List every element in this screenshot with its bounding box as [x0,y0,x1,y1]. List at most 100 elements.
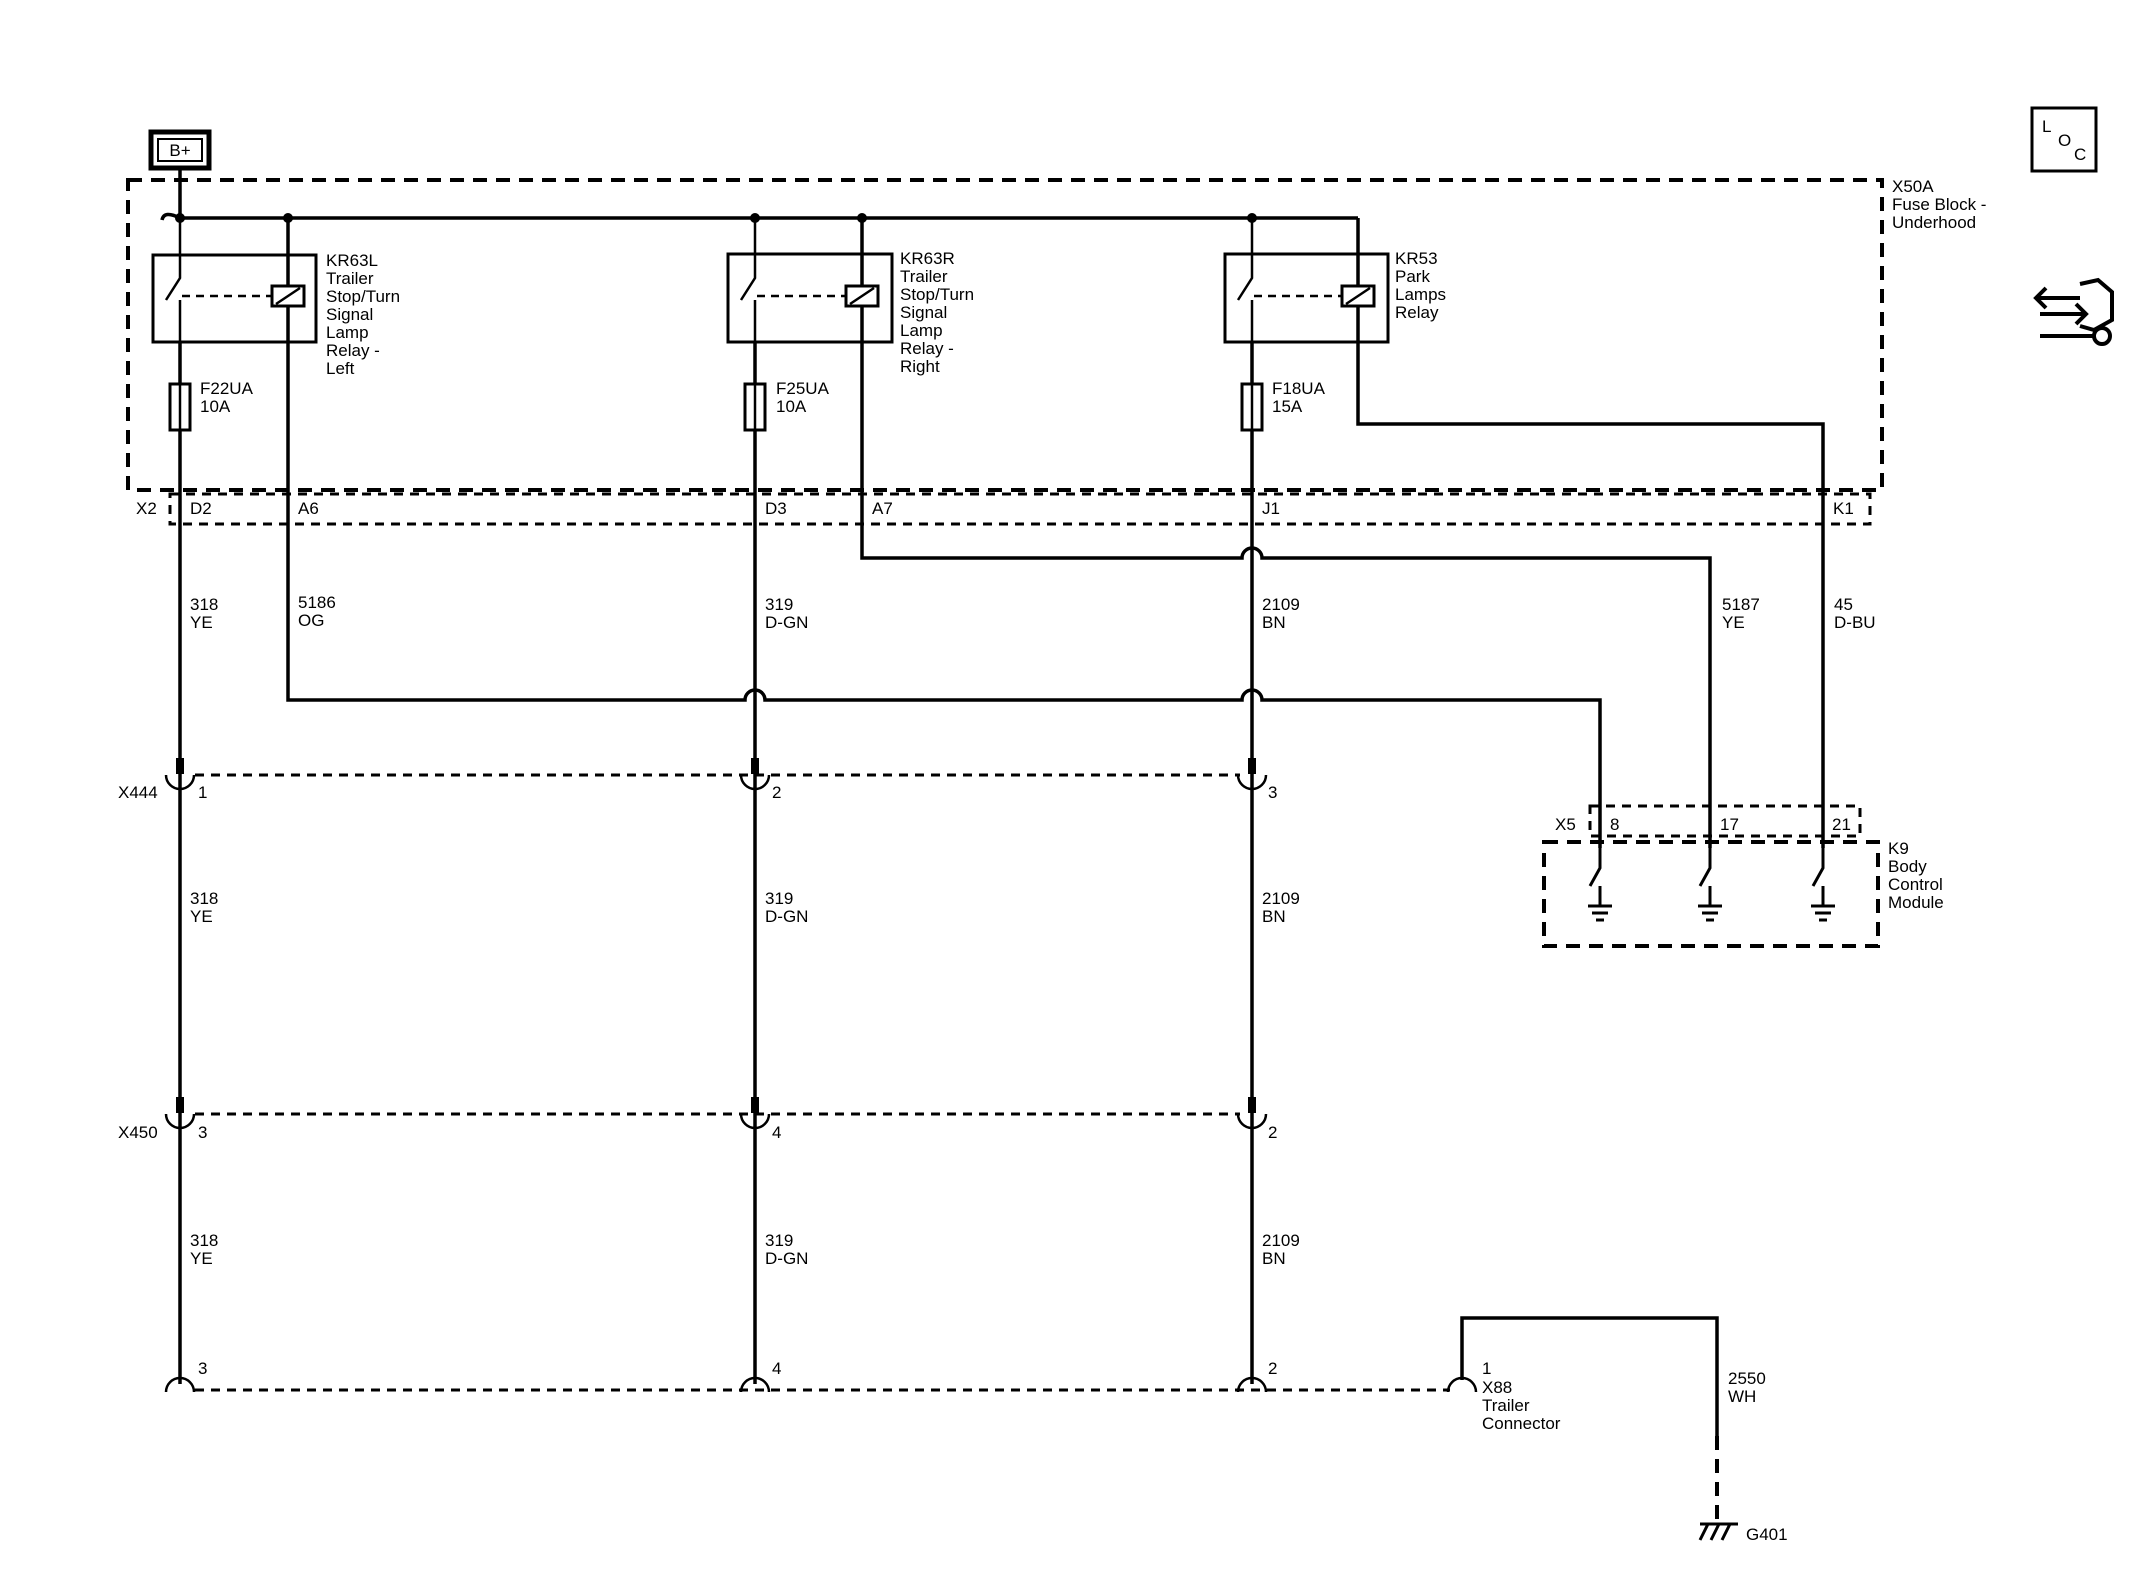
wire-318-color-middle: YE [190,907,213,926]
bcm-driver-pin-8 [1588,848,1612,922]
relay-kr63l-id: KR63L [326,251,378,270]
x2-connector [168,492,1872,526]
relay-kr53-line2: Lamps [1395,285,1446,304]
ground-label: G401 [1746,1525,1788,1544]
relay-kr63l-line4: Lamp [326,323,369,342]
wire-2109-num-middle: 2109 [1262,889,1300,908]
fuse-f18ua[interactable] [1240,342,1264,432]
relay-kr63l-line6: Left [326,359,355,378]
bcm-pin-21-label: 21 [1832,815,1851,834]
location-icon[interactable]: L O C [2030,106,2098,173]
bus-junction-2 [283,213,293,223]
fuse-f18ua-id: F18UA [1272,379,1326,398]
relay-kr63r-line4: Lamp [900,321,943,340]
relay-kr63r-line1: Trailer [900,267,948,286]
bcm-driver-pin-17 [1698,848,1722,922]
x88-pin-3-label: 3 [198,1359,207,1378]
relay-kr63r[interactable] [726,218,894,344]
bus-junction-3 [750,213,760,223]
fuse-f25ua-id: F25UA [776,379,830,398]
wire-319-num-upper: 319 [765,595,793,614]
wire-318-num-middle: 318 [190,889,218,908]
relay-kr63r-line3: Signal [900,303,947,322]
fuse-f18ua-rating: 15A [1272,397,1303,416]
x450-pin-3-label: 3 [198,1123,207,1142]
bcm-name-2: Control [1888,875,1943,894]
x444-pin-2-label: 2 [772,783,781,802]
relay-kr63l-line2: Stop/Turn [326,287,400,306]
x2-pin-a7: A7 [872,499,893,518]
wire-5186-color: OG [298,611,324,630]
circuit-5186-wire [286,342,1602,848]
bcm-connector-label: X5 [1555,815,1576,834]
x88-pin-4-label: 4 [772,1359,781,1378]
x2-pin-a6: A6 [298,499,319,518]
relay-kr63l[interactable] [151,218,318,344]
x88-pin-4 [739,1376,771,1393]
wire-319-color-middle: D-GN [765,907,808,926]
fuse-f25ua[interactable] [743,342,767,432]
fuse-block-name-2: Underhood [1892,213,1976,232]
bus-junction-4 [857,213,867,223]
wire-2109-color-lower: BN [1262,1249,1286,1268]
loc-c: C [2074,145,2086,164]
x444-pin-3 [1236,758,1268,791]
battery-label: B+ [169,141,190,160]
wire-5187-num: 5187 [1722,595,1760,614]
wire-2109-num-lower: 2109 [1262,1231,1300,1250]
wire-319-color-upper: D-GN [765,613,808,632]
wire-319-color-lower: D-GN [765,1249,808,1268]
relay-kr63l-line3: Signal [326,305,373,324]
circuit-5187-wire [860,342,1712,848]
bcm-id: K9 [1888,839,1909,858]
wire-318-num-upper: 318 [190,595,218,614]
wire-318-color-lower: YE [190,1249,213,1268]
wire-45-num: 45 [1834,595,1853,614]
x88-pin-1-label: 1 [1482,1359,1491,1378]
relay-kr53[interactable] [1223,218,1390,344]
wire-5187-color: YE [1722,613,1745,632]
relay-kr53-id: KR53 [1395,249,1438,268]
bcm-pin-17-label: 17 [1720,815,1739,834]
wire-2550-num: 2550 [1728,1369,1766,1388]
wire-2109-color-middle: BN [1262,907,1286,926]
x88-pin-2 [1236,1376,1268,1393]
wire-319-num-middle: 319 [765,889,793,908]
fuse-block-id: X50A [1892,177,1934,196]
bcm-driver-pin-21 [1811,848,1835,922]
x450-pin-4 [739,1097,771,1130]
fuse-block-name-1: Fuse Block - [1892,195,1986,214]
wire-45-color: D-BU [1834,613,1876,632]
x88-label: X88 [1482,1378,1512,1397]
service-tools-icon[interactable] [2033,277,2114,346]
x450-label: X450 [118,1123,158,1142]
x2-label: X2 [136,499,157,518]
x2-pin-k1: K1 [1833,499,1854,518]
fuse-f22ua-id: F22UA [200,379,254,398]
x450-pin-2-label: 2 [1268,1123,1277,1142]
x2-pin-d3: D3 [765,499,787,518]
x88-name-2: Connector [1482,1414,1561,1433]
circuit-2550-wire [1460,1316,1719,1436]
bus-junction-1 [175,213,185,223]
chassis-ground-icon [1698,1522,1738,1541]
x88-pin-1 [1446,1376,1478,1393]
x444-pin-1-label: 1 [198,783,207,802]
wire-5186-num: 5186 [298,593,336,612]
x88-pin-3 [164,1376,196,1393]
circuit-45-wire [1356,342,1825,848]
wire-318-color-upper: YE [190,613,213,632]
x2-pin-j1: J1 [1262,499,1280,518]
fuse-block-label: X50A Fuse Block - Underhood [1892,177,1986,232]
bcm-pin-8-label: 8 [1610,815,1619,834]
relay-kr53-line1: Park [1395,267,1430,286]
fuse-f25ua-rating: 10A [776,397,807,416]
fuse-f22ua[interactable] [168,342,192,432]
relay-kr63r-line2: Stop/Turn [900,285,974,304]
x444-label: X444 [118,783,158,802]
wire-318-num-lower: 318 [190,1231,218,1250]
wire-2550-color: WH [1728,1387,1756,1406]
x88-name-1: Trailer [1482,1396,1530,1415]
relay-kr53-line3: Relay [1395,303,1439,322]
